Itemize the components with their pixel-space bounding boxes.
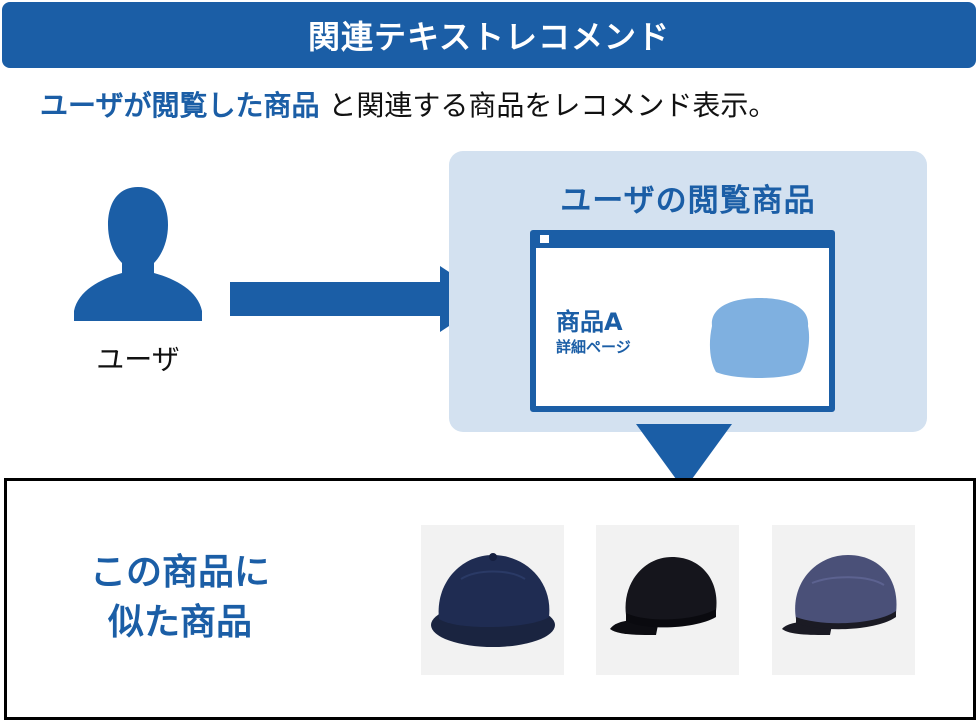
product-thumb-2[interactable] bbox=[596, 525, 739, 675]
description-highlight: ユーザが閲覧した商品 bbox=[40, 89, 320, 122]
product-thumb-3[interactable] bbox=[772, 525, 915, 675]
user-label: ユーザ bbox=[96, 343, 180, 376]
indigo-casquette-cap-icon bbox=[782, 555, 897, 635]
black-casquette-cap-icon bbox=[610, 557, 717, 635]
browser-window: 商品A 詳細ページ bbox=[530, 230, 835, 412]
viewed-panel-title: ユーザの閲覧商品 bbox=[560, 183, 816, 219]
page-title: 関連テキストレコメンド bbox=[307, 18, 671, 56]
product-image-placeholder bbox=[709, 298, 810, 378]
description-rest: と関連する商品をレコメンド表示。 bbox=[328, 89, 777, 122]
down-arrow-icon bbox=[636, 424, 732, 490]
description: ユーザが閲覧した商品 と関連する商品をレコメンド表示。 bbox=[40, 84, 940, 124]
title-banner: 関連テキストレコメンド bbox=[2, 2, 976, 68]
user-icon bbox=[74, 187, 202, 321]
similar-products-label: この商品に 似た商品 bbox=[70, 548, 290, 648]
similar-label-line1: この商品に bbox=[89, 552, 270, 593]
product-detail-label: 詳細ページ bbox=[556, 338, 631, 356]
browser-dot-icon bbox=[540, 235, 549, 243]
product-name: 商品A bbox=[556, 308, 623, 336]
product-thumb-1[interactable] bbox=[421, 525, 564, 675]
similar-label-line2: 似た商品 bbox=[107, 602, 252, 643]
right-arrow-icon bbox=[230, 266, 490, 332]
navy-newsboy-cap-icon bbox=[431, 553, 555, 647]
